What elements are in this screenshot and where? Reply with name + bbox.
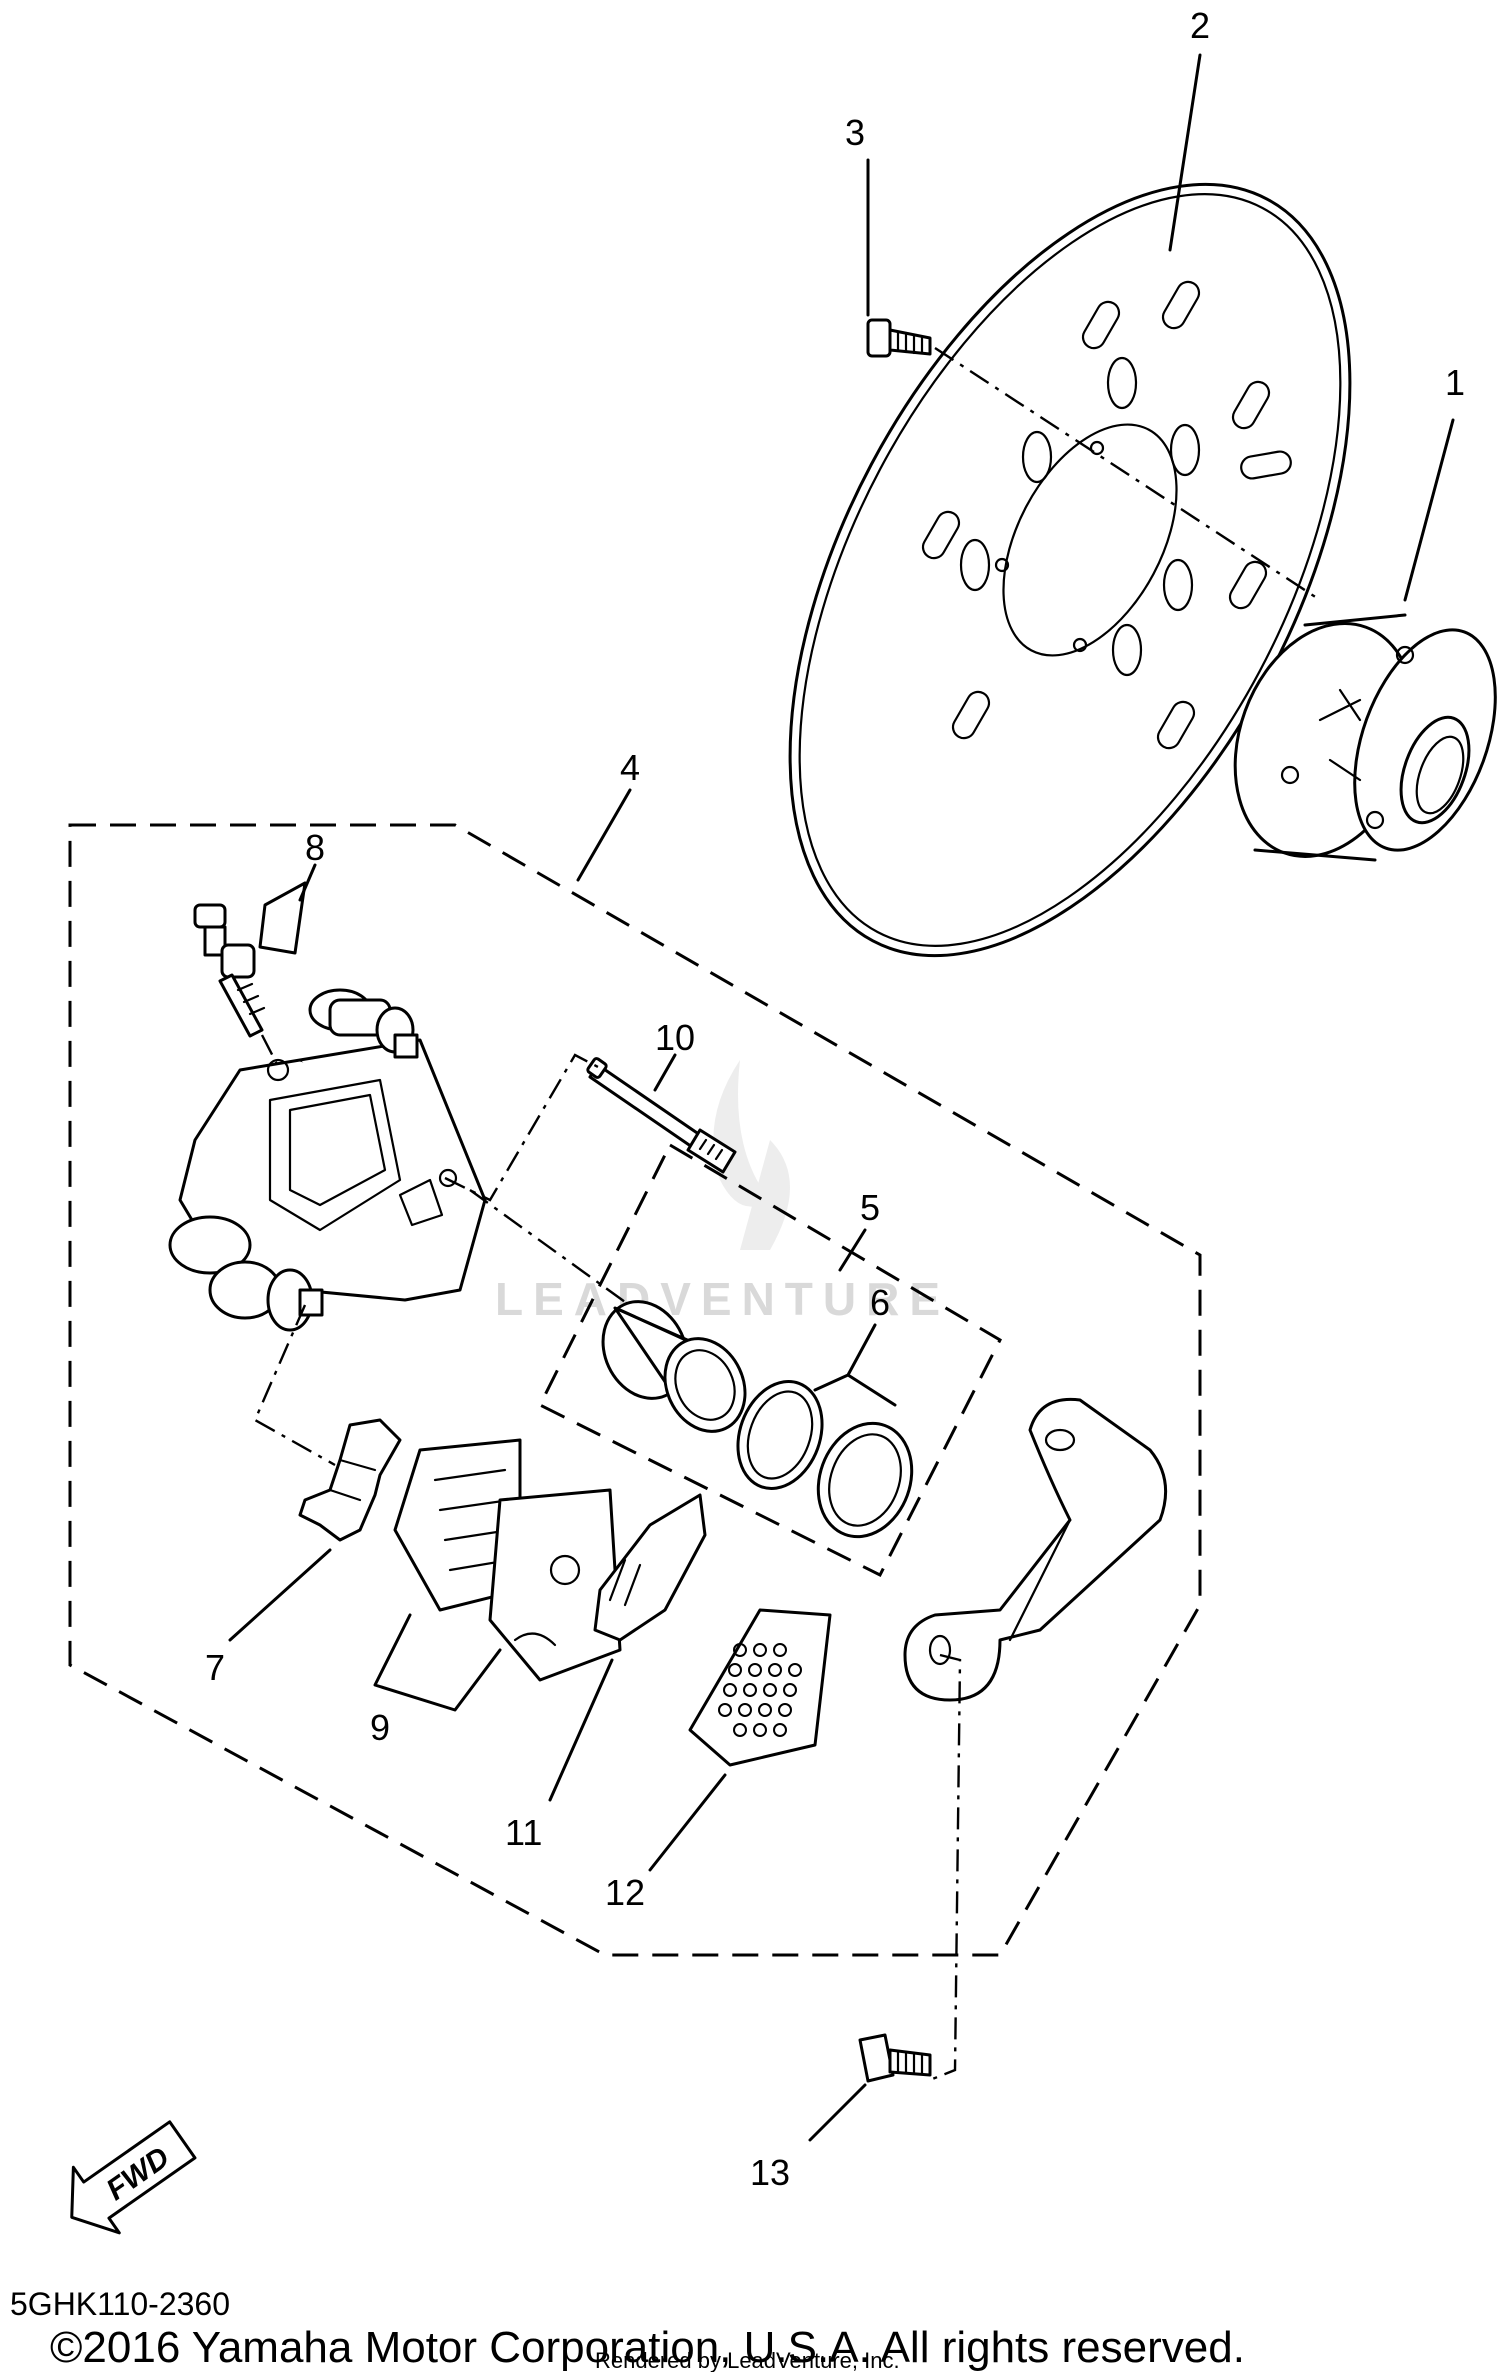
piston-seals (736, 1380, 914, 1539)
leader-12 (648, 1773, 727, 1872)
caliper-assembly-boundary (68, 823, 1202, 1957)
leader-5 (838, 1228, 867, 1272)
wheel-hub (1233, 613, 1497, 862)
leader-4 (576, 788, 632, 882)
callout-8: 8 (305, 827, 325, 868)
pad-insulator (688, 1608, 832, 1767)
rendered-by-notice: Rendered by LeadVenture, Inc. (595, 2348, 900, 2372)
copyright-notice: ©2016 Yamaha Motor Corporation, U.S.A. A… (50, 2323, 1245, 2372)
leader-9 (373, 1613, 502, 1712)
pin-bolt (586, 1057, 737, 1174)
watermark-logo (713, 1060, 790, 1250)
assembly-line-piston (469, 1189, 651, 1321)
bracket-bolt (858, 2033, 932, 2083)
leader-8 (298, 863, 317, 902)
callout-2: 2 (1190, 5, 1210, 46)
assembly-line-bracket (929, 1653, 962, 2082)
callout-5: 5 (860, 1187, 880, 1228)
leader-11 (548, 1658, 614, 1802)
assembly-line-disc (934, 346, 1321, 602)
disc-bolt (866, 318, 932, 358)
fwd-arrow-icon: FWD (70, 2120, 197, 2235)
diagram-code: 5GHK110-2360 (10, 2286, 230, 2322)
caliper-body (168, 988, 487, 1332)
callout-11: 11 (505, 1812, 542, 1853)
watermark-text: LEADVENTURE (495, 1273, 950, 1325)
brake-disc (788, 182, 1352, 958)
callout-4: 4 (620, 747, 640, 788)
leader-2 (1168, 53, 1202, 252)
callout-12: 12 (605, 1872, 645, 1913)
callout-1: 1 (1445, 362, 1465, 403)
pad-shim (593, 1493, 707, 1642)
callout-7: 7 (205, 1647, 225, 1688)
leader-10 (653, 1053, 677, 1092)
caliper-bracket (903, 1397, 1168, 1702)
callout-13: 13 (750, 2152, 790, 2193)
leader-13 (808, 2083, 867, 2142)
leader-1 (1403, 418, 1455, 602)
callout-9: 9 (370, 1707, 390, 1748)
assembly-line-spring (253, 1304, 336, 1467)
leader-7 (228, 1548, 332, 1642)
callout-6: 6 (870, 1282, 890, 1323)
assembly-line-pin (444, 1053, 601, 1202)
callout-3: 3 (845, 112, 865, 153)
bleed-screw (193, 881, 307, 1038)
callout-10: 10 (655, 1017, 695, 1058)
pad-spring (298, 1418, 402, 1542)
brake-pads (393, 1438, 622, 1682)
piston-kit-boundary (537, 1142, 1002, 1578)
leader-6 (813, 1323, 897, 1407)
piston (601, 1300, 747, 1433)
